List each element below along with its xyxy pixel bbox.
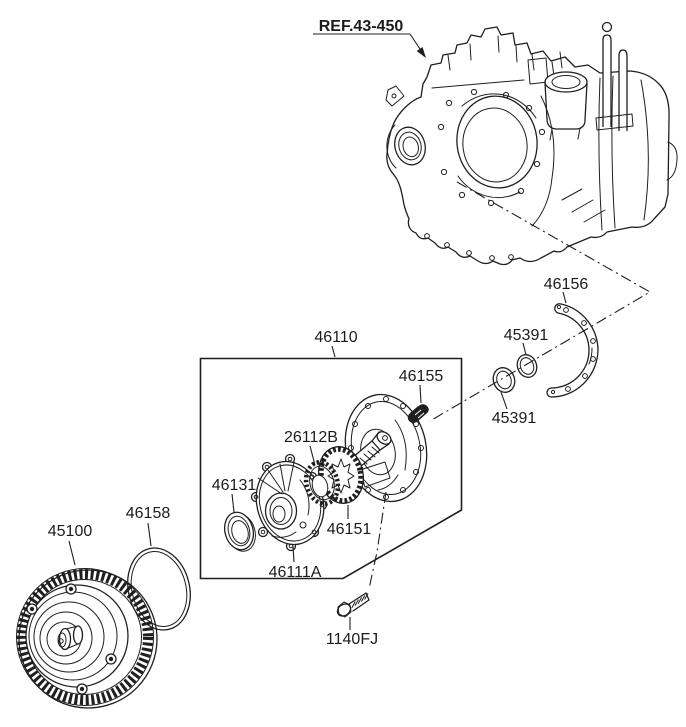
callout-45391-upper: 45391: [504, 327, 549, 344]
case-seal-bore: [386, 124, 426, 169]
ring-45391-lower-drawing: [492, 367, 516, 393]
callout-45100: 45100: [48, 523, 93, 540]
converter-bolt-bosses: [26, 583, 117, 695]
cover-tab-holes: [253, 456, 325, 549]
oil-filter: [544, 71, 588, 141]
callout-45391-lower: 45391: [492, 410, 537, 427]
bolt-axis-line: [368, 491, 387, 590]
callout-46110: 46110: [314, 329, 357, 346]
callout-26112B: 26112B: [284, 429, 338, 446]
flange-holes: [424, 233, 514, 261]
ref-underline: [313, 33, 421, 50]
gear-26112B-drawing: [303, 460, 341, 506]
callout-46131: 46131: [212, 477, 257, 494]
pump-cover-drawing: [250, 453, 328, 552]
callout-46156: 46156: [544, 276, 589, 293]
seal-46131-drawing: [223, 511, 256, 552]
gasket-46156-drawing: [546, 303, 599, 398]
callout-46111A: 46111A: [269, 564, 322, 581]
assembly-box-46110: [199, 357, 463, 580]
callout-46151: 46151: [327, 521, 372, 538]
ref-link[interactable]: REF.43-450: [319, 18, 404, 35]
bolt-1140FJ-drawing: [336, 592, 370, 618]
callout-1140FJ: 1140FJ: [326, 631, 378, 648]
transaxle-case-drawing: [385, 21, 678, 266]
torque-converter-drawing: [16, 568, 158, 709]
converter-hub: [57, 625, 84, 651]
dipstick-tubes: [595, 21, 634, 131]
callout-46155: 46155: [399, 368, 444, 385]
bolt-46155-drawing: [407, 404, 429, 423]
ref-43-450-callout: REF.43-450: [313, 18, 426, 58]
ring-45391-upper-drawing: [516, 354, 538, 378]
oring-46158-drawing: [127, 547, 191, 631]
gasket-holes: [550, 304, 596, 395]
leader-lines: [68, 291, 567, 630]
ref-arrowhead: [416, 47, 426, 58]
callout-46158: 46158: [126, 505, 171, 522]
